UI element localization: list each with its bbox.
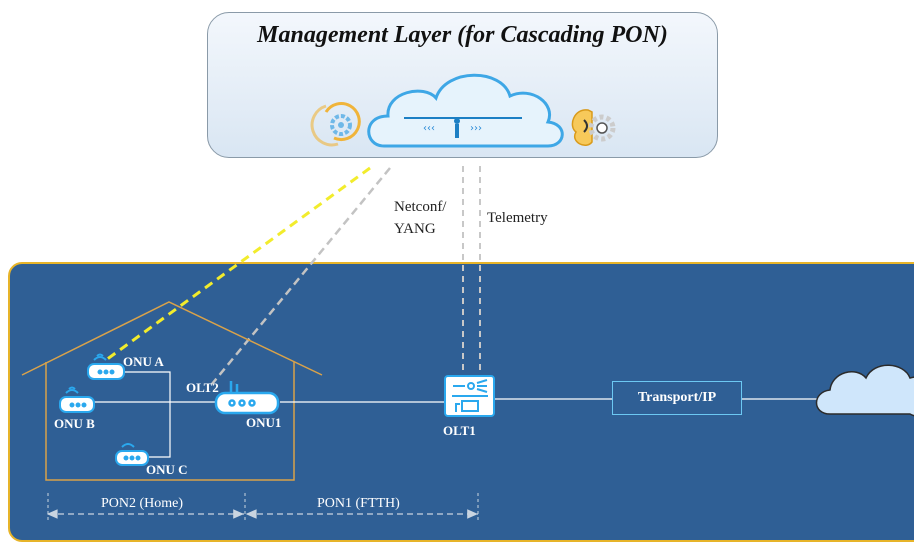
svg-text:‹‹‹: ‹‹‹ bbox=[423, 123, 435, 134]
cloud-icon bbox=[817, 365, 914, 416]
cloud-platform-icon: ‹‹‹ ››› bbox=[369, 75, 563, 146]
olt-icon bbox=[445, 376, 494, 416]
yellow-management-link bbox=[106, 168, 370, 360]
onu-c-router-icon bbox=[116, 444, 148, 465]
pon1-label: PON1 (FTTH) bbox=[317, 496, 400, 512]
brain-gear-icon bbox=[572, 110, 613, 145]
pon2-label: PON2 (Home) bbox=[101, 496, 183, 512]
onu-b-label: ONU B bbox=[54, 416, 95, 432]
sync-gear-icon bbox=[312, 104, 359, 145]
diagram-graphics: ‹‹‹ ››› bbox=[0, 0, 914, 521]
transport-ip-box: Transport/IP bbox=[612, 381, 742, 415]
olt2-management-link bbox=[212, 168, 390, 384]
onu-c-label: ONU C bbox=[146, 462, 188, 478]
onu-b-router-icon bbox=[60, 388, 94, 413]
svg-text:›››: ››› bbox=[470, 123, 482, 134]
onu1-router-icon bbox=[216, 381, 278, 413]
olt1-label: OLT1 bbox=[443, 423, 476, 439]
onu-a-router-icon bbox=[88, 355, 124, 380]
onu1-label: ONU1 bbox=[246, 415, 281, 431]
onu-a-label: ONU A bbox=[123, 354, 164, 370]
olt2-label: OLT2 bbox=[186, 380, 219, 396]
